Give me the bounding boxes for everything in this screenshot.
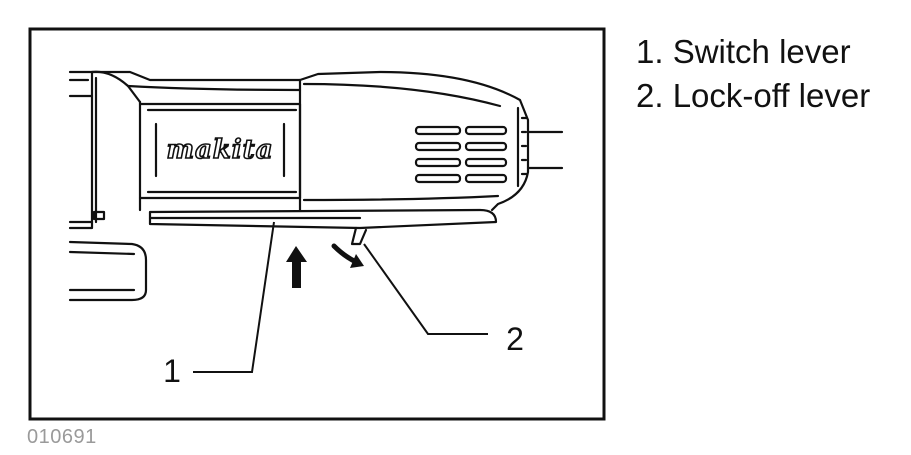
- legend-item: 2. Lock-off lever: [636, 74, 870, 118]
- illustration-frame: [28, 27, 606, 421]
- angle-grinder-drawing: [68, 70, 564, 302]
- curved-arrow-icon: [331, 243, 364, 268]
- brand-logo: makita: [166, 135, 273, 165]
- up-arrow-icon: [286, 246, 307, 288]
- leader-line-2: [363, 243, 488, 335]
- figure-code: 010691: [27, 426, 97, 448]
- callout-1: 1: [163, 353, 181, 389]
- parts-legend: 1. Switch lever 2. Lock-off lever: [636, 30, 870, 118]
- leader-line-1: [193, 221, 275, 373]
- legend-item: 1. Switch lever: [636, 30, 870, 74]
- callout-2: 2: [506, 321, 524, 357]
- legend-text: Switch lever: [672, 33, 851, 70]
- legend-number: 1.: [636, 33, 664, 70]
- legend-number: 2.: [636, 77, 664, 114]
- legend-text: Lock-off lever: [672, 77, 871, 114]
